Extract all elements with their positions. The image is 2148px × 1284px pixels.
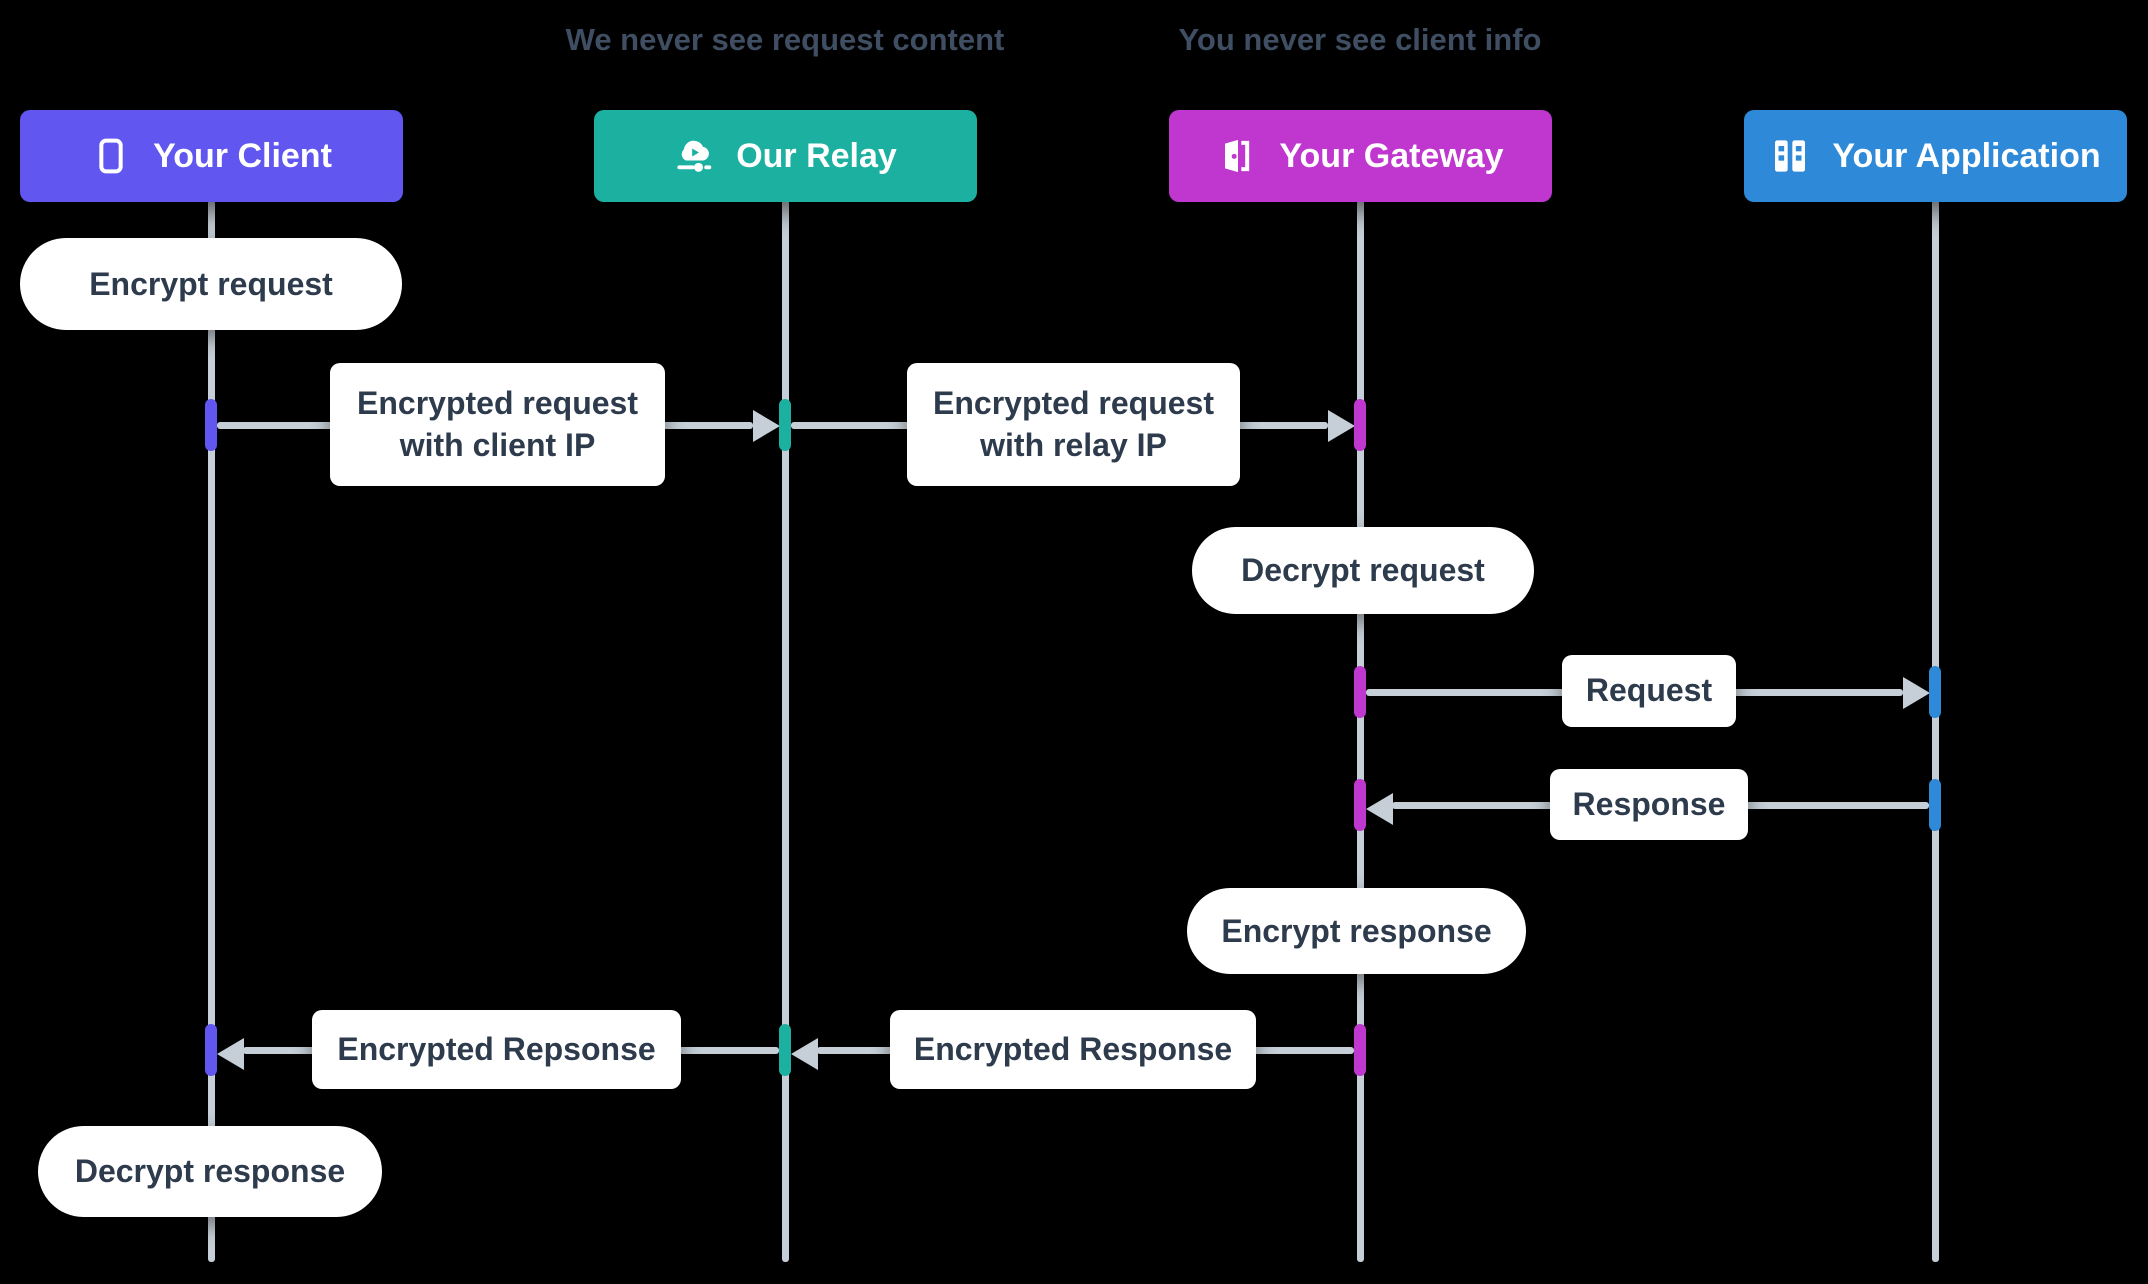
activation-bar-relay <box>779 1024 791 1076</box>
arrowhead-right-icon <box>753 410 780 442</box>
actor-label: Your Client <box>153 136 332 175</box>
message-line-2: with client IP <box>399 426 596 463</box>
note-relay: We never see request content <box>565 22 1005 57</box>
actor-your-client: Your Client <box>20 110 403 202</box>
open-door-icon <box>1217 136 1257 176</box>
activation-bar-client <box>205 399 217 451</box>
cloud-relay-icon <box>674 136 714 176</box>
arrowhead-left-icon <box>791 1038 818 1070</box>
message-line-1: Encrypted request <box>357 384 638 421</box>
pill-decrypt-response: Decrypt response <box>38 1126 382 1217</box>
message-response: Response <box>1550 769 1748 840</box>
message-encrypted-request-relay-ip: Encrypted request with relay IP <box>907 363 1240 486</box>
arrowhead-left-icon <box>1366 793 1393 825</box>
actor-label: Our Relay <box>736 136 897 175</box>
message-request: Request <box>1562 655 1736 727</box>
message-encrypted-response-left: Encrypted Repsonse <box>312 1010 681 1089</box>
arrowhead-right-icon <box>1903 677 1930 709</box>
activation-bar-gateway <box>1354 666 1366 718</box>
arrowhead-left-icon <box>217 1038 244 1070</box>
pill-decrypt-request: Decrypt request <box>1192 527 1534 614</box>
message-line-1: Encrypted Repsonse <box>337 1030 656 1067</box>
server-towers-icon <box>1770 136 1810 176</box>
message-line-1: Request <box>1585 672 1713 709</box>
activation-bar-gateway <box>1354 1024 1366 1076</box>
actor-your-application: Your Application <box>1744 110 2127 202</box>
pill-label: Decrypt request <box>1241 552 1485 588</box>
actor-your-gateway: Your Gateway <box>1169 110 1552 202</box>
actor-label: Your Gateway <box>1279 136 1504 175</box>
message-line-2: with relay IP <box>980 426 1167 463</box>
message-encrypted-request-client-ip: Encrypted request with client IP <box>330 363 665 486</box>
message-line-1: Response <box>1572 785 1726 822</box>
activation-bar-application <box>1929 779 1941 831</box>
message-encrypted-response-mid: Encrypted Response <box>890 1010 1256 1089</box>
activation-bar-application <box>1929 666 1941 718</box>
message-line-1: Encrypted Response <box>913 1030 1233 1067</box>
message-line-1: Encrypted request <box>933 384 1214 421</box>
lifeline-client <box>208 200 215 1262</box>
actor-label: Your Application <box>1832 136 2101 175</box>
pill-encrypt-response: Encrypt response <box>1187 888 1526 974</box>
arrowhead-right-icon <box>1328 410 1355 442</box>
lifeline-gateway <box>1357 200 1364 1262</box>
lifeline-application <box>1932 200 1939 1262</box>
pill-label: Encrypt response <box>1221 912 1492 949</box>
activation-bar-relay <box>779 399 791 451</box>
pill-label: Encrypt request <box>89 265 333 302</box>
pill-encrypt-request: Encrypt request <box>20 238 402 330</box>
mobile-icon <box>91 136 131 176</box>
pill-label: Decrypt response <box>74 1153 346 1189</box>
activation-bar-client <box>205 1024 217 1076</box>
lifeline-relay <box>782 200 789 1262</box>
activation-bar-gateway <box>1354 779 1366 831</box>
actor-our-relay: Our Relay <box>594 110 977 202</box>
note-gateway: You never see client info <box>1178 22 1542 57</box>
activation-bar-gateway <box>1354 399 1366 451</box>
